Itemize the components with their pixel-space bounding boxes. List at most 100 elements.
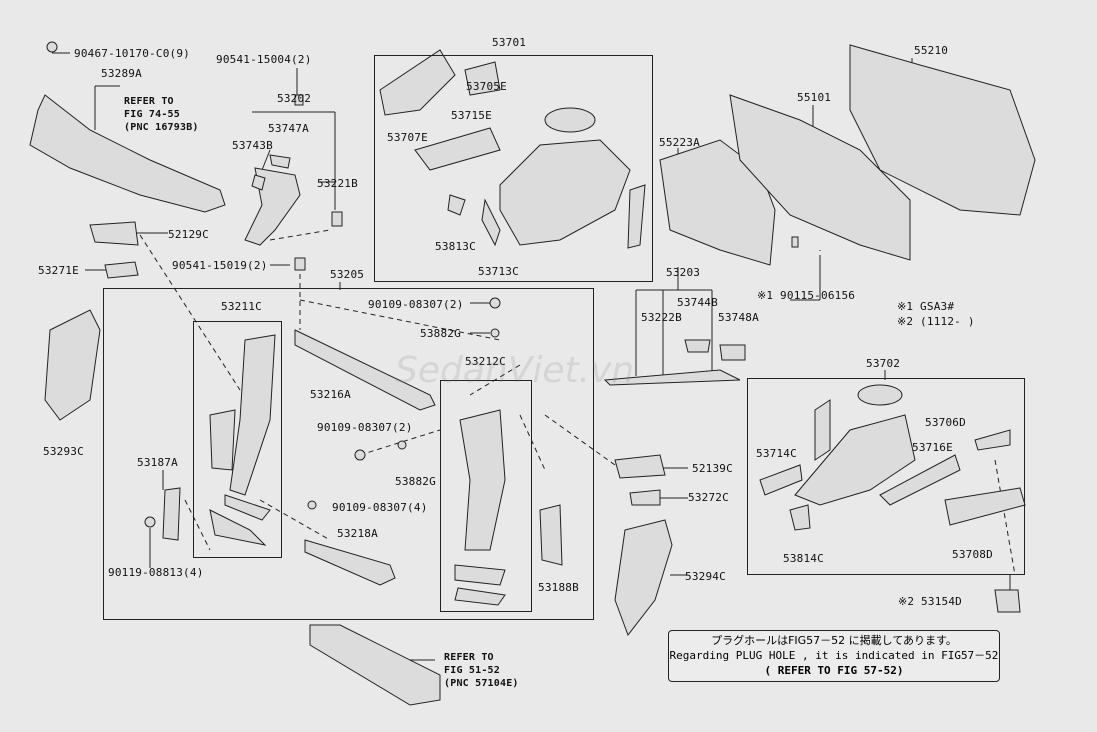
group-box-53702 — [747, 378, 1025, 575]
label-53882Gb: 53882G — [395, 475, 436, 488]
note-line-refer: ( REFER TO FIG 57-52) — [764, 664, 904, 677]
part-53702-arm — [814, 399, 831, 461]
part-53211C — [229, 334, 276, 496]
label-53744B: 53744B — [677, 296, 718, 309]
part-53708D — [944, 487, 1026, 526]
note-line-en: Regarding PLUG HOLE , it is indicated in… — [669, 649, 999, 662]
label-53702: 53702 — [866, 357, 901, 370]
part-53211C-inner — [209, 409, 236, 471]
part-53715E — [414, 127, 501, 171]
nut-53882Ga — [490, 328, 500, 338]
part-53705E — [464, 61, 501, 96]
label-53882Ga: 53882G — [420, 327, 461, 340]
label-refer2c: (PNC 57104E) — [444, 678, 519, 689]
part-53271E — [104, 261, 139, 279]
group-box-53701 — [374, 55, 653, 282]
label-refer1: REFER TO — [124, 96, 174, 107]
label-53221B: 53221B — [317, 177, 358, 190]
label-90541b: 90541-15019(2) — [172, 259, 268, 272]
bolt-90119 — [144, 516, 156, 528]
label-53218A: 53218A — [337, 527, 378, 540]
nut-53882Gb — [397, 440, 407, 450]
label-53708D: 53708D — [952, 548, 993, 561]
watermark: SedanViet.vn — [395, 350, 635, 391]
part-53706D — [974, 429, 1011, 451]
label-refer2b: FIG 51-52 — [444, 665, 500, 676]
bolt-90109a — [489, 297, 501, 309]
label-52139C: 52139C — [692, 462, 733, 475]
part-53154D — [994, 589, 1021, 613]
bolt-90109c — [307, 500, 317, 510]
label-53743B: 53743B — [232, 139, 273, 152]
part-52129C — [89, 221, 139, 246]
label-53813C: 53813C — [435, 240, 476, 253]
label-90119: 90119-08813(4) — [108, 566, 204, 579]
label-55101: 55101 — [797, 91, 832, 104]
part-53188B — [539, 504, 563, 566]
part-53814C — [789, 504, 811, 531]
tower-53701 — [544, 107, 596, 133]
label-53748A: 53748A — [718, 311, 759, 324]
part-53212C-lower — [454, 564, 506, 586]
part-53212C — [459, 409, 506, 551]
part-apron-53702 — [794, 414, 916, 506]
label-53211C: 53211C — [221, 300, 262, 313]
label-53714C: 53714C — [756, 447, 797, 460]
part-55210 — [849, 44, 1036, 216]
part-53743B — [251, 174, 266, 191]
part-53713C — [481, 198, 501, 247]
part-53701-side — [627, 184, 646, 249]
part-53211C-lower — [224, 494, 271, 521]
clip-90541a — [294, 94, 304, 106]
label-53205: 53205 — [330, 268, 365, 281]
part-53216A — [294, 329, 436, 411]
label-53701: 53701 — [492, 36, 527, 49]
part-53294C — [614, 519, 673, 637]
group-box-53212C — [440, 380, 532, 612]
part-53187A — [162, 487, 181, 541]
label-53713C: 53713C — [478, 265, 519, 278]
label-90109c: 90109-08307(4) — [332, 501, 428, 514]
label-53294C: 53294C — [685, 570, 726, 583]
label-53814C: 53814C — [783, 552, 824, 565]
label-53706D: 53706D — [925, 416, 966, 429]
clip-90541b — [294, 257, 306, 271]
part-52139C — [614, 454, 666, 479]
label-note1: ※1 GSA3# — [897, 300, 955, 313]
label-90541a: 90541-15004(2) — [216, 53, 312, 66]
bolt-90467 — [46, 41, 58, 53]
label-53216A: 53216A — [310, 388, 351, 401]
label-refer2: REFER TO — [444, 652, 494, 663]
part-53748A — [719, 344, 746, 361]
part-53293C — [44, 309, 101, 421]
label-refer1b: FIG 74-55 — [124, 109, 180, 120]
label-53154D: ※2 53154D — [898, 595, 962, 608]
tower-53702 — [857, 384, 903, 406]
part-55223A — [659, 139, 776, 266]
label-90467: 90467-10170-C0(9) — [74, 47, 190, 60]
label-53272C: 53272C — [688, 491, 729, 504]
label-55210: 55210 — [914, 44, 949, 57]
group-box-53205 — [103, 288, 594, 620]
label-53715E: 53715E — [451, 109, 492, 122]
label-53289A: 53289A — [101, 67, 142, 80]
label-52129C: 52129C — [168, 228, 209, 241]
label-53188B: 53188B — [538, 581, 579, 594]
label-90109b: 90109-08307(2) — [317, 421, 413, 434]
part-53289A — [29, 94, 226, 213]
label-53212C: 53212C — [465, 355, 506, 368]
part-53716E — [879, 454, 961, 506]
part-53714C — [759, 464, 803, 496]
label-53716E: 53716E — [912, 441, 953, 454]
label-note2: ※2 (1112- ) — [897, 315, 975, 328]
label-53202: 53202 — [277, 92, 312, 105]
label-53222B: 53222B — [641, 311, 682, 324]
label-53187A: 53187A — [137, 456, 178, 469]
part-apron-53701 — [499, 139, 631, 246]
bolt-90109b — [354, 449, 366, 461]
part-53218A — [304, 539, 396, 586]
label-90115: ※1 90115-06156 — [757, 289, 856, 302]
part-radiator-support-lower — [309, 624, 441, 706]
group-box-53211C — [193, 321, 282, 558]
